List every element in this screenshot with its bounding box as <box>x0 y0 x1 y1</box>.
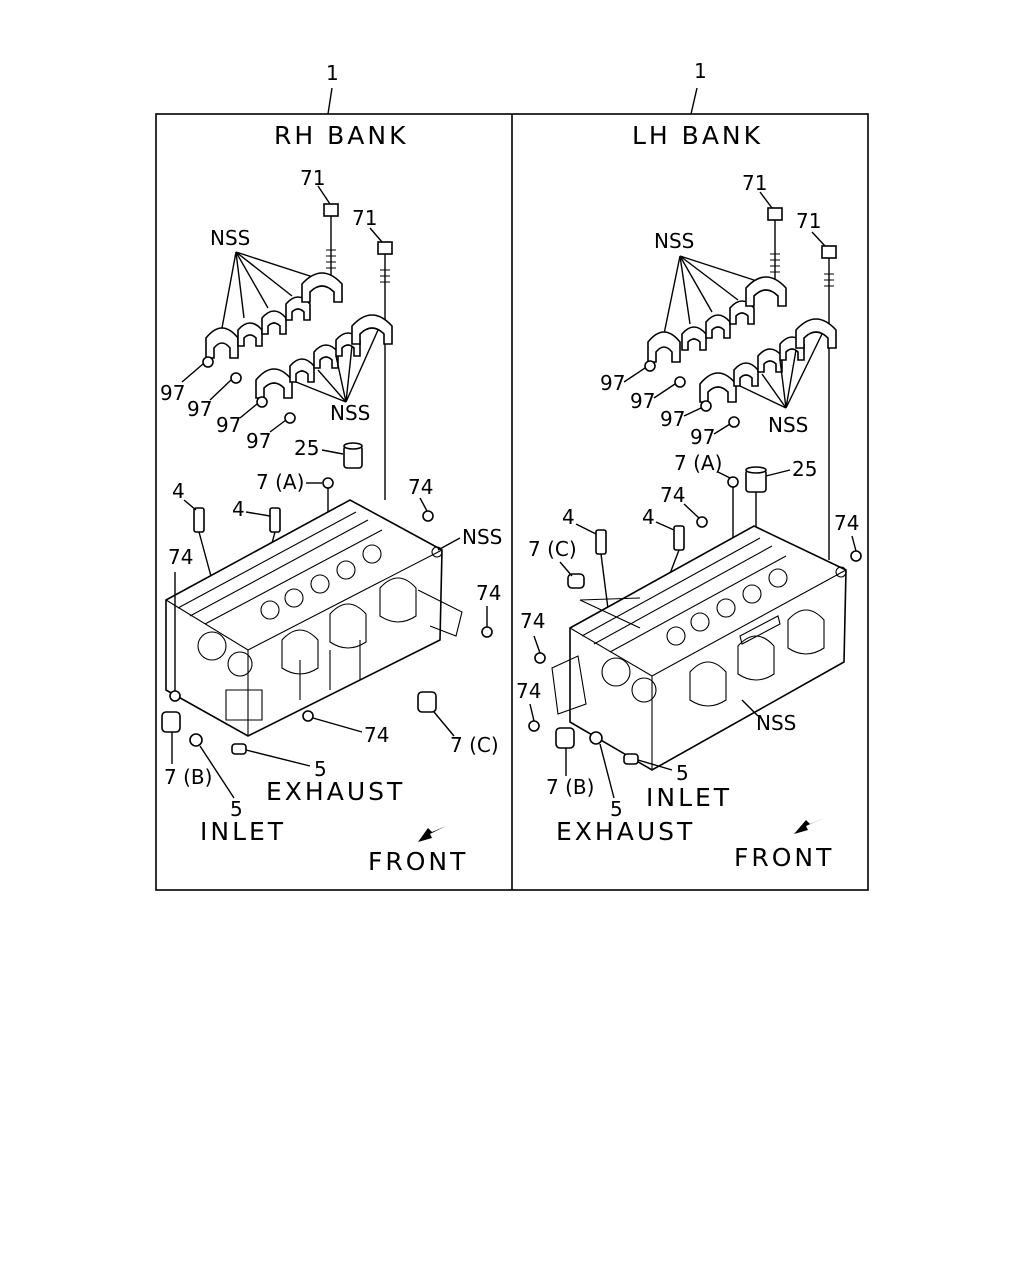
lh-label-bolt-71-a: 71 <box>742 171 767 195</box>
rh-plug-74-left <box>169 690 181 702</box>
rh-plug-74-right <box>481 626 493 638</box>
lh-cylinder-head <box>551 525 847 771</box>
lh-plug-74-left <box>534 652 546 664</box>
lh-label-dowel-4-a: 4 <box>562 505 575 529</box>
lh-label-front: FRONT <box>734 843 834 872</box>
lh-seal-5-inlet <box>623 753 639 765</box>
lh-plug-74-bottom <box>528 720 540 732</box>
callout-1-lh: 1 <box>694 59 707 83</box>
lh-label-plug-7a: 7 (A) <box>674 451 722 475</box>
rh-cap-97-d <box>284 412 296 424</box>
rh-label-bolt-71-a: 71 <box>300 166 325 190</box>
rh-plug-7c <box>417 691 437 713</box>
rh-label-seal-5-inlet: 5 <box>230 797 243 821</box>
rh-label-nss-lower: NSS <box>330 401 370 425</box>
rh-cylinder-head <box>165 499 463 737</box>
rh-label-plug-74-right: 74 <box>476 581 501 605</box>
rh-label-inlet: INLET <box>200 817 286 846</box>
lh-label-plug-7c: 7 (C) <box>528 537 577 561</box>
lh-label-bolt-71-b: 71 <box>796 209 821 233</box>
lh-label-seal-5-inlet: 5 <box>676 761 689 785</box>
rh-bolt-71-a <box>323 203 339 290</box>
rh-label-plug-74-left: 74 <box>168 545 193 569</box>
rh-plug-74-top <box>422 510 434 522</box>
rh-label-plug-74-top: 74 <box>408 475 433 499</box>
lh-seal-5-exhaust <box>589 731 603 745</box>
rh-label-plug-74-bottom: 74 <box>364 723 389 747</box>
rh-plug-74-bottom <box>302 710 314 722</box>
rh-bolt-71-b <box>377 241 393 500</box>
rh-label-cap-97-d: 97 <box>246 429 271 453</box>
rh-cap-97-a <box>202 356 214 368</box>
rh-label-seal-5-exhaust: 5 <box>314 757 327 781</box>
lh-plug-74-right <box>850 550 862 562</box>
rh-label-plug-7b: 7 (B) <box>164 765 212 789</box>
rh-plug-7a <box>322 477 334 489</box>
rh-label-dowel-4-a: 4 <box>172 479 185 503</box>
rh-label-dowel-4-b: 4 <box>232 497 245 521</box>
lh-label-dowel-4-b: 4 <box>642 505 655 529</box>
lh-plug-74-top <box>696 516 708 528</box>
rh-cap-97-b <box>230 372 242 384</box>
lh-label-seal-5-exhaust: 5 <box>610 797 623 821</box>
lh-cap-97-d <box>728 416 740 428</box>
rh-lifter-25 <box>343 442 363 469</box>
lh-label-cap-97-b: 97 <box>630 389 655 413</box>
rh-bank-panel: RH BANK 71 71 NSS <box>160 121 502 876</box>
lh-label-cap-97-a: 97 <box>600 371 625 395</box>
lh-label-nss-upper: NSS <box>654 229 694 253</box>
rh-label-plug-7a: 7 (A) <box>256 470 304 494</box>
lh-label-exhaust: EXHAUST <box>556 817 695 846</box>
lh-cap-97-b <box>674 376 686 388</box>
rh-label-lifter-25: 25 <box>294 436 319 460</box>
lh-cap-97-a <box>644 360 656 372</box>
rh-label-cap-97-a: 97 <box>160 381 185 405</box>
callout-1-rh: 1 <box>326 61 339 85</box>
lh-bank-title: LH BANK <box>632 121 763 150</box>
lh-label-lifter-25: 25 <box>792 457 817 481</box>
lh-bolt-71-a <box>767 207 783 286</box>
rh-cap-97-c <box>256 396 268 408</box>
rh-front-arrow-icon <box>418 826 446 842</box>
lh-label-cap-97-c: 97 <box>660 407 685 431</box>
lh-cap-97-c <box>700 400 712 412</box>
lh-label-inlet: INLET <box>646 783 732 812</box>
rh-seal-5-exhaust <box>231 743 247 755</box>
lh-lifter-25 <box>745 466 767 493</box>
rh-label-cap-97-c: 97 <box>216 413 241 437</box>
rh-label-nss-upper: NSS <box>210 226 250 250</box>
lh-bolt-71-b <box>821 245 837 560</box>
rh-bearing-caps-upper <box>205 272 343 359</box>
rh-label-bolt-71-b: 71 <box>352 206 377 230</box>
lh-front-arrow-icon <box>794 818 824 834</box>
rh-label-cap-97-b: 97 <box>187 397 212 421</box>
rh-label-nss-right: NSS <box>462 525 502 549</box>
lh-label-cap-97-d: 97 <box>690 425 715 449</box>
lh-label-plug-74-right: 74 <box>834 511 859 535</box>
lh-label-plug-74-left: 74 <box>520 609 545 633</box>
lh-label-nss-lower: NSS <box>768 413 808 437</box>
lh-plug-7c <box>567 573 585 589</box>
rh-plug-7b <box>161 711 181 733</box>
lh-label-plug-74-bottom: 74 <box>516 679 541 703</box>
rh-label-plug-7c: 7 (C) <box>450 733 499 757</box>
lh-label-plug-7b: 7 (B) <box>546 775 594 799</box>
lh-bank-panel: LH BANK 71 71 NSS <box>516 121 862 872</box>
lh-label-nss-right: NSS <box>756 711 796 735</box>
rh-dowel-4-a <box>193 507 213 581</box>
lh-bearing-caps-lower <box>699 318 837 403</box>
rh-label-exhaust: EXHAUST <box>266 777 405 806</box>
rh-seal-5-inlet <box>189 733 203 747</box>
lh-label-plug-74-top: 74 <box>660 483 685 507</box>
lh-bearing-caps-upper <box>647 276 787 363</box>
rh-label-front: FRONT <box>368 847 468 876</box>
rh-bearing-caps-lower <box>255 314 393 399</box>
lh-plug-7b <box>555 727 575 749</box>
rh-bank-title: RH BANK <box>274 121 408 150</box>
